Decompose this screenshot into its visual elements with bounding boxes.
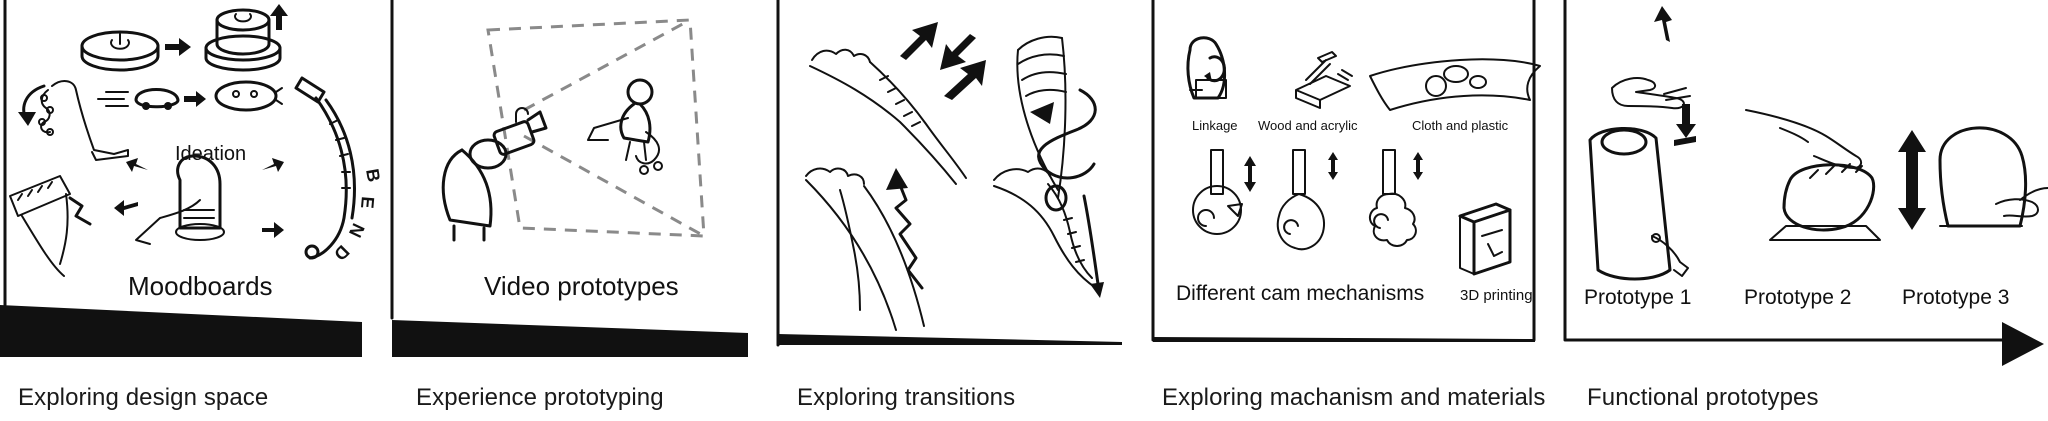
arrow-icon: [165, 38, 191, 56]
hand-icon: [1611, 77, 1691, 110]
handle-transition-sketch: [809, 48, 967, 185]
mechanism-label: Different cam mechanisms: [1176, 282, 1424, 305]
panel-functional-prototypes: Prototype 1 Prototype 2 Prototype 3: [1563, 0, 2048, 366]
material-label: Wood and acrylic: [1258, 118, 1358, 133]
prototype-label: Prototype 1: [1584, 286, 1691, 309]
arrow-icon: [940, 34, 976, 70]
prototype-3-icon: [1898, 126, 2048, 230]
arrow-icon: [114, 200, 138, 216]
bending-hose-sketch: [805, 167, 925, 331]
prototype-label: Prototype 3: [1902, 286, 2009, 309]
arrow-icon: [184, 91, 206, 107]
timeline-arrowhead: [2002, 322, 2044, 366]
robot-vacuum-icon: [97, 88, 180, 110]
panel-transitions: [776, 0, 1122, 347]
cloth-plastic-sample-icon: [1369, 58, 1541, 111]
arrow-icon: [262, 158, 284, 172]
bend-letter: E: [357, 196, 378, 210]
arrow-icon: [944, 60, 986, 100]
cam-mechanism-icon: [1192, 149, 1256, 235]
panel-mechanisms-materials: Linkage Wood and acrylic Cloth and plast…: [1151, 0, 1541, 342]
panel-title: Video prototypes: [484, 271, 679, 301]
prototype-label: Prototype 2: [1744, 286, 1851, 309]
cam-mechanism-icon: [1276, 149, 1338, 251]
stage-caption: Exploring transitions: [797, 384, 1016, 411]
power-button-icon: [80, 30, 160, 72]
stage-caption: Experience prototyping: [416, 384, 664, 411]
up-arrow-icon: [1654, 6, 1672, 42]
bend-letter: B: [362, 167, 384, 183]
cam-mechanism-icon: [1369, 149, 1423, 247]
stage-caption: Exploring machanism and materials: [1162, 384, 1546, 411]
twisting-hose-sketch: [1016, 35, 1097, 199]
mechanism-label: 3D printing: [1460, 287, 1533, 304]
wood-acrylic-sample-icon: [1295, 51, 1353, 109]
progress-wedge: [0, 305, 362, 357]
material-label: Cloth and plastic: [1412, 118, 1509, 133]
progress-wedge: [392, 320, 748, 357]
power-button-pressed-icon: [204, 8, 282, 72]
prototype-1-icon: [1588, 126, 1696, 281]
progress-wedge: [778, 334, 1122, 345]
vacuum-cleaner-icon: [38, 80, 129, 161]
stage-caption: Exploring design space: [18, 384, 269, 411]
bend-vacuum-icon: B E N D: [294, 76, 384, 265]
stage-caption: Functional prototypes: [1587, 384, 1819, 411]
up-arrow-icon: [270, 4, 288, 30]
bend-letter: D: [330, 241, 353, 264]
person-vacuuming-icon: [587, 78, 663, 175]
3d-printer-icon: [1458, 202, 1512, 276]
corrugated-hose-icon: [9, 175, 92, 277]
dashed-scene-frame: [486, 18, 706, 238]
arrow-icon: [126, 158, 148, 172]
down-arrow-icon: [1676, 104, 1696, 138]
arrow-icon: [262, 222, 284, 238]
panel-title: Moodboards: [128, 271, 273, 301]
arrow-icon: [900, 22, 938, 60]
robot-vacuum-face-icon: [214, 80, 283, 112]
panel-video-prototypes: Video prototypes: [390, 0, 748, 357]
progress-wedge: [1153, 337, 1535, 342]
center-label: Ideation: [175, 143, 246, 165]
camera-operator-icon: [441, 107, 548, 242]
handle-press-sketch: [993, 167, 1104, 298]
linkage-mechanism-icon: [1186, 36, 1227, 100]
canister-vacuum-icon: [135, 154, 225, 245]
prototype-2-icon: [1745, 109, 1881, 241]
material-label: Linkage: [1192, 118, 1238, 133]
bend-letter: N: [345, 220, 369, 240]
panel-frame: [1563, 0, 2007, 342]
panel-moodboards: Ideation B E N D: [0, 0, 384, 357]
